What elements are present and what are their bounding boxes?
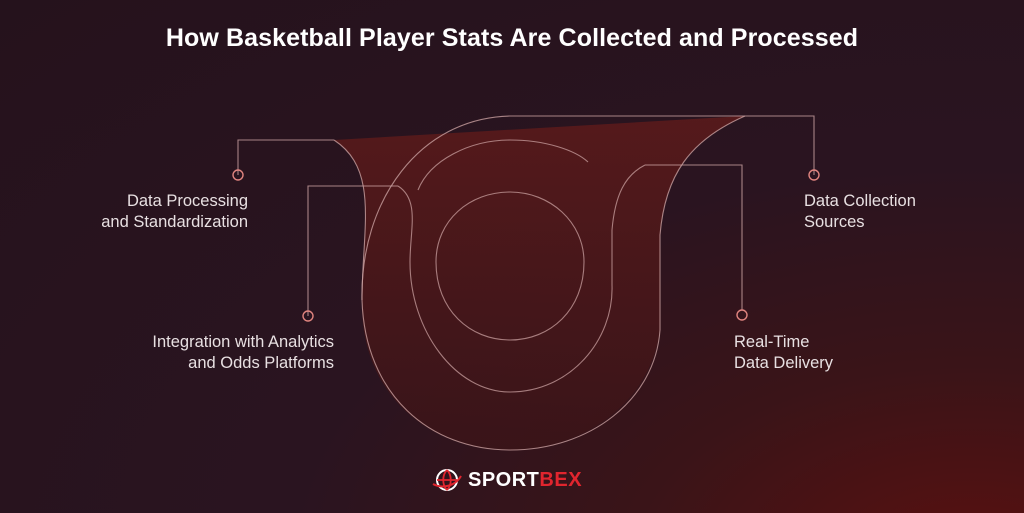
label-data-processing: Data Processing and Standardization bbox=[101, 191, 248, 233]
node-realtime bbox=[736, 309, 748, 321]
label-line: and Odds Platforms bbox=[188, 354, 334, 372]
label-line: Real-Time bbox=[734, 333, 810, 351]
label-realtime: Real-Time Data Delivery bbox=[734, 332, 833, 374]
connector-collection bbox=[745, 115, 815, 175]
connector-realtime bbox=[645, 164, 743, 310]
funnel-shape bbox=[334, 116, 745, 450]
label-line: Sources bbox=[804, 213, 865, 231]
label-integration: Integration with Analytics and Odds Plat… bbox=[152, 332, 334, 374]
label-data-collection: Data Collection Sources bbox=[804, 191, 916, 233]
outer-ring-lower bbox=[361, 115, 746, 451]
middle-ring bbox=[417, 139, 589, 191]
page-title: How Basketball Player Stats Are Collecte… bbox=[165, 24, 859, 52]
basketball-logo-icon bbox=[432, 469, 462, 491]
sportbex-logo: SPORTBEX bbox=[432, 466, 582, 494]
label-line: Data Delivery bbox=[734, 354, 834, 372]
logo-text-sport: SPORT bbox=[468, 468, 540, 491]
middle-ring-body bbox=[397, 164, 646, 393]
label-line: and Standardization bbox=[101, 213, 248, 231]
label-line: Integration with Analytics bbox=[152, 333, 334, 351]
node-processing bbox=[232, 169, 244, 181]
node-integration bbox=[302, 310, 314, 322]
logo-text-bex: BEX bbox=[539, 468, 583, 491]
logo-wordmark: SPORTBEX bbox=[468, 469, 582, 492]
outer-ring bbox=[361, 115, 745, 301]
label-line: Data Processing bbox=[126, 192, 248, 210]
inner-ring bbox=[435, 191, 585, 341]
label-line: Data Collection bbox=[804, 192, 916, 210]
node-collection bbox=[808, 169, 820, 181]
connector-integration bbox=[307, 185, 398, 316]
connector-processing bbox=[237, 139, 334, 175]
funnel-left-edge bbox=[333, 139, 367, 301]
